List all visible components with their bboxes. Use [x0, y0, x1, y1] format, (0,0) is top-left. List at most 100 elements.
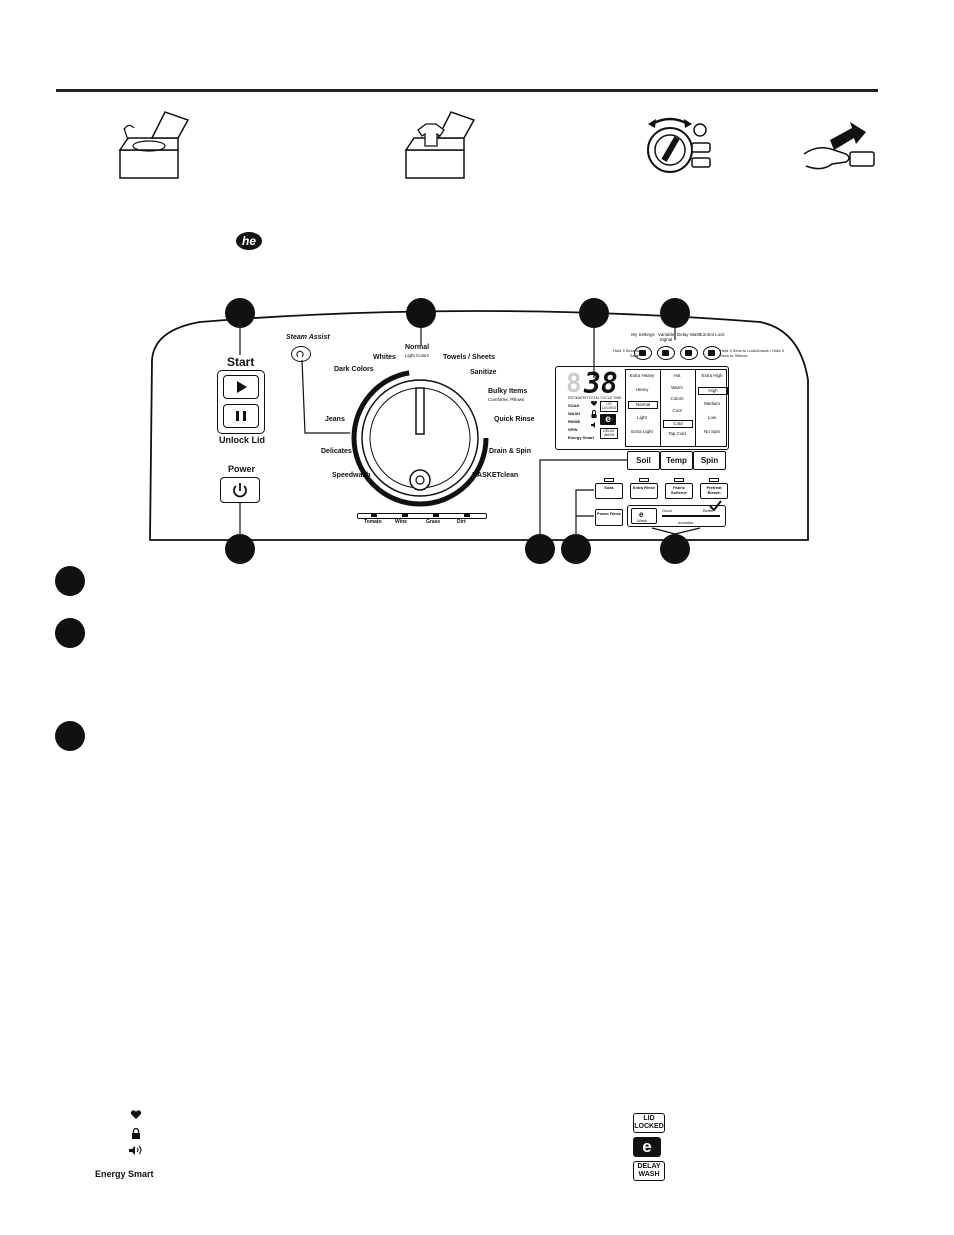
- stain-option-label[interactable]: Tomato: [364, 519, 382, 525]
- callout-marker-4: [660, 298, 690, 328]
- open-lid-washer-icon: [118, 111, 190, 179]
- hold-save-note: Hold 3 Secs to Save: [613, 348, 640, 358]
- cycle-option[interactable]: Quick Rinse: [494, 416, 534, 424]
- cycle-option-label: Quick Rinse: [494, 416, 535, 423]
- option-led: [639, 478, 649, 482]
- e-wash-icon: e: [639, 510, 644, 519]
- variable-signal-button[interactable]: [657, 346, 675, 360]
- cycle-option[interactable]: Drain & Spin: [489, 448, 531, 456]
- control-lock-button[interactable]: [703, 346, 721, 360]
- cycle-option-label: BASKETclean: [472, 472, 519, 479]
- callout-marker-2: [406, 298, 436, 328]
- power-button[interactable]: [220, 477, 260, 503]
- option-led: [709, 478, 719, 482]
- lock-icon: [708, 350, 715, 356]
- level-option: Extra High: [701, 373, 723, 378]
- top-button-label: Control Lock: [699, 332, 725, 337]
- callout-marker-1: [225, 298, 255, 328]
- heart-icon: [639, 350, 646, 356]
- steam-icon: [296, 350, 304, 358]
- play-icon: [237, 381, 247, 393]
- checkmark-icon: [709, 500, 722, 512]
- steam-assist-label: Steam Assist: [286, 334, 330, 341]
- pause-button[interactable]: [223, 404, 259, 428]
- cycle-option[interactable]: Speedwash: [332, 472, 371, 480]
- pretreat-bleach-button[interactable]: Pretreat Bleach: [700, 483, 728, 499]
- speaker-icon: [129, 1146, 135, 1155]
- cycle-option-label: Sanitize: [470, 369, 497, 376]
- option-led: [674, 478, 684, 482]
- stain-indicator: [433, 513, 439, 517]
- cycle-option-label: Delicates: [321, 448, 352, 455]
- extra-rinse-button[interactable]: Extra Rinse: [630, 483, 658, 499]
- callout-marker-6: [525, 534, 555, 564]
- legend-icons: [129, 1110, 142, 1155]
- cycle-option[interactable]: Sanitize: [470, 369, 496, 377]
- stain-indicator: [464, 513, 470, 517]
- cycle-option[interactable]: Whites: [373, 354, 396, 362]
- cycle-option-label: Bulky Items: [488, 388, 528, 395]
- soil-button[interactable]: Soil: [627, 451, 660, 470]
- press-start-icon: [803, 122, 875, 170]
- top-button-label: My Settings: [631, 332, 655, 337]
- top-button-label: Variable Signal: [657, 332, 675, 342]
- lock-icon: [591, 414, 597, 418]
- cycle-option[interactable]: Towels / Sheets: [443, 354, 495, 362]
- header-rule: [56, 89, 878, 92]
- emonitor-bar: [662, 515, 720, 517]
- status-icons: [590, 400, 598, 428]
- delay-wash-button[interactable]: [680, 346, 698, 360]
- cycle-dial[interactable]: [350, 368, 490, 508]
- cycle-option[interactable]: Dark Colors: [334, 366, 374, 374]
- top-button-label: Delay Wash: [676, 332, 702, 337]
- control-panel: [149, 310, 809, 541]
- soak-button[interactable]: Soak: [595, 483, 623, 499]
- stain-indicator: [371, 513, 377, 517]
- speaker-icon: [591, 422, 595, 428]
- stain-option-label[interactable]: Grass: [426, 519, 441, 525]
- level-option: Normal: [628, 401, 658, 409]
- level-option: Heavy: [635, 387, 649, 392]
- level-option: No Spin: [703, 429, 720, 434]
- status-label: Energy Smart: [568, 435, 595, 440]
- load-clothes-icon: [404, 111, 476, 179]
- spin-button[interactable]: Spin: [693, 451, 726, 470]
- e-indicator: e: [600, 414, 616, 425]
- cycle-option[interactable]: Delicates: [321, 448, 352, 456]
- heart-icon: [590, 400, 598, 406]
- option-led: [604, 478, 614, 482]
- pause-icon: [236, 411, 246, 421]
- unlock-lid-label: Unlock Lid: [219, 435, 266, 445]
- estimated-cycle-time-label: ESTIMATED TOTAL CYCLE TIME: [568, 396, 622, 400]
- cycle-option-label: Dark Colors: [334, 366, 374, 373]
- emonitor-panel: e Wash Good Better emonitor: [627, 500, 726, 527]
- cycle-option[interactable]: Jeans: [325, 416, 345, 424]
- e-wash-button[interactable]: e Wash: [631, 508, 657, 524]
- level-option: Extra Light: [631, 429, 653, 434]
- level-option: Light: [637, 415, 647, 420]
- clock-icon: [685, 350, 692, 356]
- cycle-option[interactable]: BASKETclean: [472, 472, 518, 480]
- cycle-option-label: Towels / Sheets: [443, 354, 495, 361]
- stain-indicator: [402, 513, 408, 517]
- power-rinse-button[interactable]: Power Rinse: [595, 509, 623, 526]
- start-pause-housing: [217, 370, 265, 434]
- temp-button[interactable]: Temp: [660, 451, 693, 470]
- stain-option-label[interactable]: Wine: [395, 519, 407, 525]
- steam-assist-button[interactable]: [291, 346, 311, 362]
- lock-icon: [132, 1133, 140, 1139]
- cycle-option-label: Speedwash: [332, 472, 371, 479]
- start-button[interactable]: [223, 375, 259, 399]
- stain-option-label[interactable]: Dirt: [457, 519, 466, 525]
- dial-select-icon: [647, 117, 711, 173]
- my-settings-button[interactable]: [634, 346, 652, 360]
- cycle-option-label: Jeans: [325, 416, 345, 423]
- section-marker-1: [55, 566, 85, 596]
- fabric-softener-button[interactable]: Fabric Softener: [665, 483, 693, 499]
- callout-marker-5: [225, 534, 255, 564]
- status-label: WASH: [568, 411, 580, 416]
- cycle-option-label: Drain & Spin: [489, 448, 532, 455]
